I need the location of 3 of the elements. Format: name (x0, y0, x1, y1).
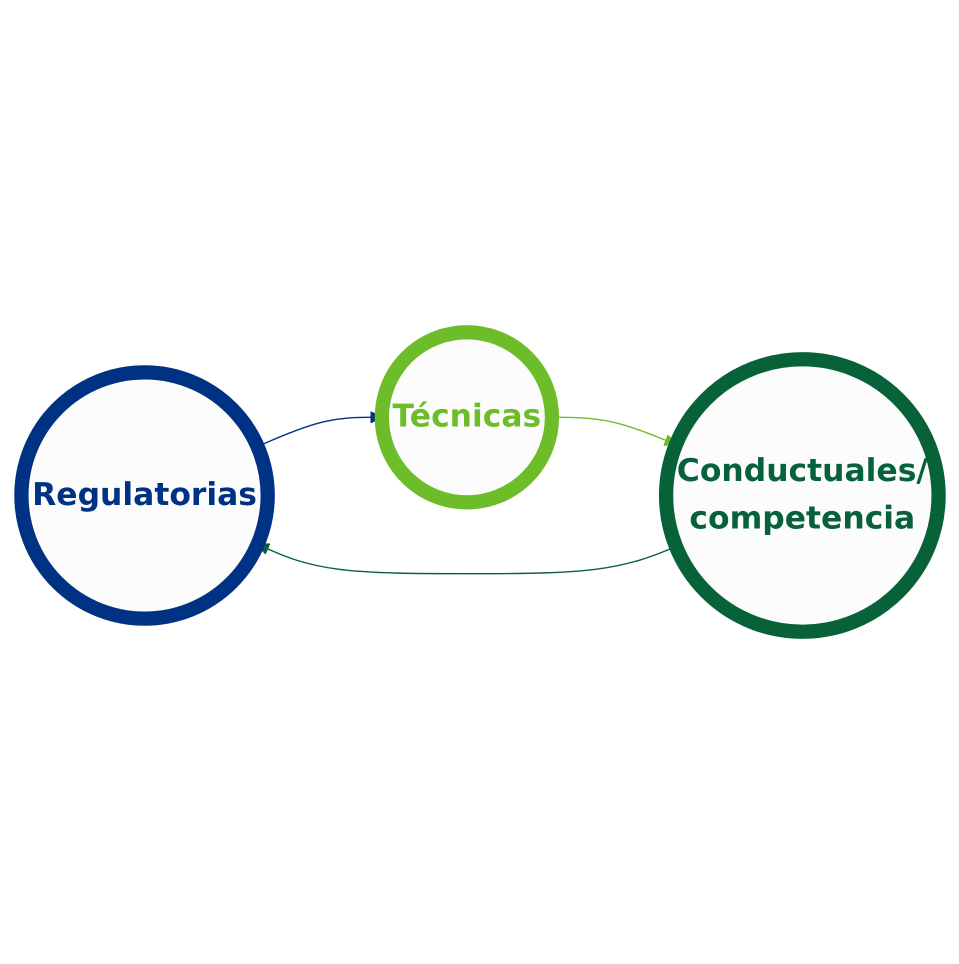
node-circle (658, 352, 946, 639)
node-circle (374, 325, 559, 510)
node-circle (14, 365, 274, 626)
